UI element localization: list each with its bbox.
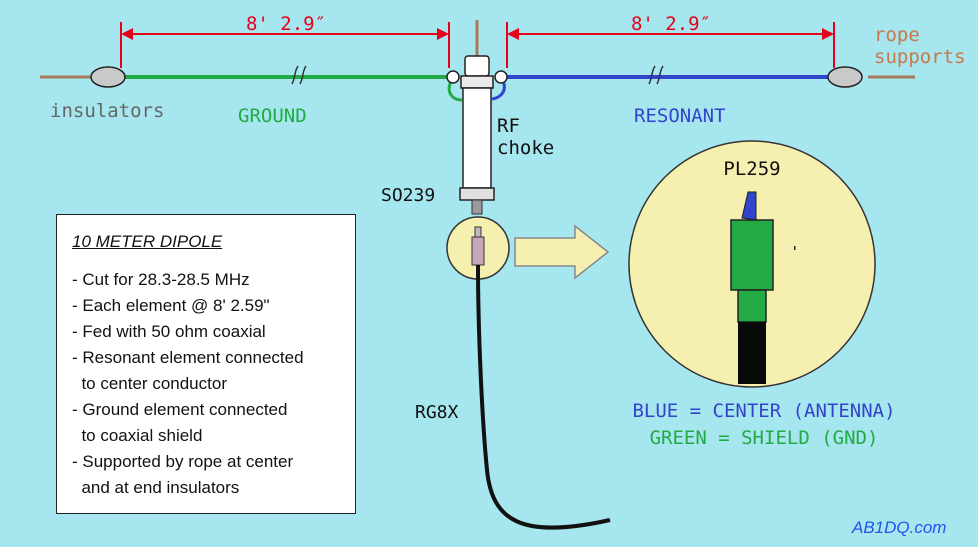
watermark: AB1DQ.com	[852, 518, 947, 537]
left-insulator	[90, 66, 126, 88]
pl259-small-tip	[474, 226, 482, 238]
insulators-label: insulators	[50, 100, 164, 122]
left-eye	[446, 70, 460, 84]
rope-label: rope	[874, 24, 920, 46]
coax-jacket	[738, 322, 766, 384]
legend-item: - Fed with 50 ohm coaxial	[72, 322, 266, 341]
rf-label: RF	[497, 115, 520, 137]
legend-item: to coaxial shield	[72, 426, 203, 445]
pl259-small-body	[471, 236, 485, 266]
legend-item: to center conductor	[72, 374, 227, 393]
rg8x-cable	[476, 264, 611, 530]
legend-item: - Cut for 28.3-28.5 MHz	[72, 270, 250, 289]
dimension-left-arrow-b	[437, 28, 449, 40]
right-insulator	[827, 66, 863, 88]
legend-list: - Cut for 28.3-28.5 MHz - Each element @…	[72, 267, 304, 501]
color-key-green: GREEN = SHIELD (GND)	[650, 427, 879, 449]
dimension-left-label: 8' 2.9″	[246, 13, 326, 35]
resonant-break-mark	[648, 65, 664, 85]
dimension-right-arrow-b	[822, 28, 834, 40]
choke-label: choke	[497, 137, 554, 159]
legend-title: 10 METER DIPOLE	[72, 232, 223, 251]
pl259-tick	[794, 246, 796, 250]
supports-label: supports	[874, 46, 966, 68]
legend-item: - Resonant element connected	[72, 348, 304, 367]
color-key-blue: BLUE = CENTER (ANTENNA)	[632, 400, 895, 422]
resonant-label: RESONANT	[634, 105, 726, 127]
zoom-arrow	[514, 224, 610, 280]
so239-pin	[471, 199, 483, 215]
pl259-shield-neck	[737, 289, 767, 323]
legend-box: 10 METER DIPOLE - Cut for 28.3-28.5 MHz …	[56, 214, 356, 514]
dimension-right-arrow-a	[507, 28, 519, 40]
rf-choke	[462, 87, 492, 189]
rg8x-label: RG8X	[415, 402, 459, 423]
dimension-left-arrow-a	[121, 28, 133, 40]
legend-item: - Supported by rope at center	[72, 452, 294, 471]
so239-connector	[459, 187, 495, 201]
right-eye	[494, 70, 508, 84]
legend-item: and at end insulators	[72, 478, 240, 497]
pl259-shield-body	[730, 219, 774, 291]
legend-item: - Each element @ 8' 2.59"	[72, 296, 270, 315]
so239-label: SO239	[381, 185, 435, 206]
ground-break-mark	[291, 65, 307, 85]
choke-cap	[460, 75, 494, 89]
pl259-label: PL259	[723, 158, 780, 180]
legend-item: - Ground element connected	[72, 400, 288, 419]
dimension-right-label: 8' 2.9″	[631, 13, 711, 35]
center-insulator	[464, 55, 490, 77]
ground-label: GROUND	[238, 105, 307, 127]
